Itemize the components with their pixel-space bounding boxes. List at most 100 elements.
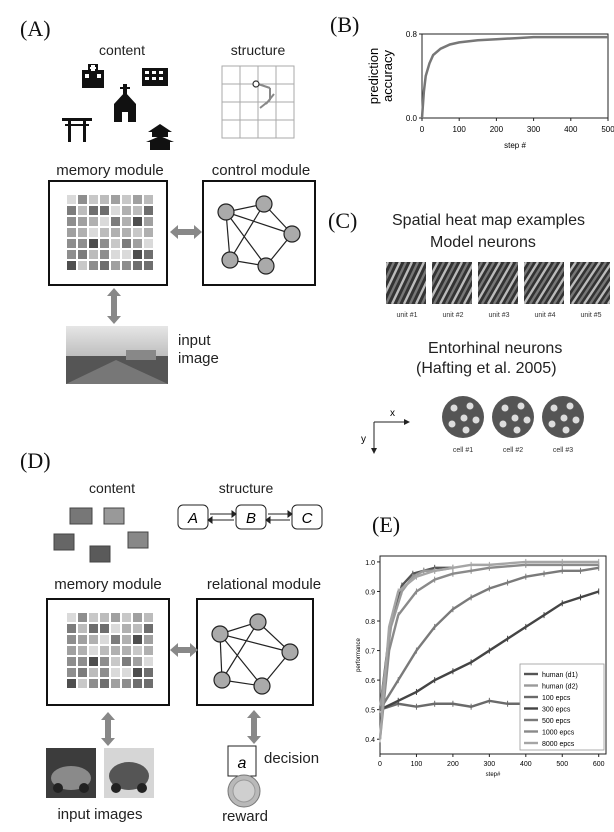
- content-label-a: content: [99, 42, 145, 58]
- entorhinal-citation: (Hafting et al. 2005): [416, 360, 557, 377]
- node-b: B: [246, 510, 256, 527]
- control-module-box-a: [202, 180, 316, 286]
- memory-cell: [78, 657, 87, 666]
- memory-cell: [144, 195, 153, 204]
- unit-heatmap: unit #4: [492, 261, 614, 319]
- relational-module-box-d: [196, 598, 314, 706]
- memory-cell: [89, 250, 98, 259]
- pagoda-icon: [146, 124, 174, 150]
- unit-heatmap: unit #3: [444, 261, 574, 319]
- memory-cell: [78, 613, 87, 622]
- x-tick-label-b: 100: [453, 125, 467, 134]
- memory-cell: [100, 217, 109, 226]
- memory-cell: [89, 679, 98, 688]
- memory-cell: [78, 668, 87, 677]
- double-arrow-vertical-a: [107, 288, 121, 324]
- memory-cell: [67, 250, 76, 259]
- memory-cell: [122, 217, 131, 226]
- x-tick-label-e: 200: [447, 761, 459, 768]
- memory-cell: [89, 635, 98, 644]
- memory-cell: [78, 206, 87, 215]
- plot-frame-b: [421, 33, 609, 119]
- unit-heatmap: unit #1: [348, 261, 474, 319]
- memory-cell: [133, 239, 142, 248]
- memory-cell: [111, 206, 120, 215]
- x-tick-label-e: 100: [411, 761, 423, 768]
- heatmap-title: Spatial heat map examples: [392, 212, 585, 229]
- memory-cell: [133, 635, 142, 644]
- memory-cell: [111, 217, 120, 226]
- memory-cell: [111, 668, 120, 677]
- memory-cell: [111, 228, 120, 237]
- y-tick-label-e: 0.8: [365, 619, 375, 626]
- memory-cell: [111, 646, 120, 655]
- unit-heatmap: unit #2: [396, 261, 524, 319]
- memory-cell: [89, 657, 98, 666]
- memory-cell: [122, 635, 131, 644]
- memory-cell: [89, 646, 98, 655]
- memory-cell: [122, 624, 131, 633]
- memory-cell: [144, 261, 153, 270]
- memory-cell: [111, 239, 120, 248]
- decision-label: decision: [264, 750, 320, 767]
- y-tick-label-e: 0.7: [365, 649, 375, 656]
- memory-cell: [144, 668, 153, 677]
- input-image-label-a: input image: [178, 332, 219, 367]
- memory-cell: [144, 217, 153, 226]
- memory-cell: [67, 635, 76, 644]
- memory-cell: [67, 195, 76, 204]
- panel-b-label: (B): [330, 12, 360, 37]
- x-tick-label-e: 300: [484, 761, 496, 768]
- memory-cell: [133, 250, 142, 259]
- legend-label-e: 100 epcs: [542, 695, 571, 702]
- cell-label: cell #1: [452, 447, 474, 454]
- y-axis-label-b: accuracy: [380, 49, 395, 102]
- node-c: C: [302, 510, 313, 527]
- axis-x-label: x: [390, 408, 395, 419]
- memory-cell: [100, 613, 109, 622]
- memory-cell: [133, 261, 142, 270]
- memory-cell: [89, 217, 98, 226]
- cell-map: cell #2: [490, 394, 536, 454]
- double-arrow-vertical-reward: [247, 710, 261, 744]
- decision-symbol: a: [238, 755, 247, 772]
- panel-e-label: (E): [372, 512, 401, 537]
- x-axis-label-e: step#: [486, 772, 501, 778]
- memory-cell: [122, 261, 131, 270]
- office-building-icon: [142, 68, 168, 86]
- legend-label-e: 8000 epcs: [542, 741, 575, 748]
- memory-cell: [100, 261, 109, 270]
- memory-cell: [78, 250, 87, 259]
- memory-cell: [78, 195, 87, 204]
- memory-cell: [133, 679, 142, 688]
- series-line-b: [420, 35, 608, 119]
- relational-structure-chain: A B C: [177, 504, 323, 530]
- memory-cell: [144, 228, 153, 237]
- memory-cell: [100, 250, 109, 259]
- x-tick-label-e: 500: [556, 761, 568, 768]
- y-tick-label-e: 0.4: [365, 737, 375, 744]
- relational-network-d: [211, 613, 299, 695]
- memory-cell: [133, 206, 142, 215]
- memory-cell: [100, 657, 109, 666]
- legend-box-e: [519, 663, 605, 751]
- unit-label: unit #3: [488, 312, 510, 319]
- input-images-label: input images: [57, 806, 143, 823]
- memory-cell: [122, 195, 131, 204]
- control-network-a: [217, 195, 301, 275]
- node-a: A: [187, 510, 198, 527]
- axis-y-label: y: [361, 434, 366, 445]
- legend-label-e: human (d2): [542, 684, 578, 691]
- memory-cell: [111, 195, 120, 204]
- control-module-label-a: control module: [211, 162, 311, 179]
- memory-cell: [89, 239, 98, 248]
- memory-cell: [78, 239, 87, 248]
- input-image-a: [66, 326, 168, 384]
- memory-cell: [133, 613, 142, 622]
- memory-cell: [133, 195, 142, 204]
- xy-axes-icon: x y: [361, 408, 410, 454]
- unit-heatmap: unit #5: [541, 261, 614, 319]
- memory-cell: [67, 239, 76, 248]
